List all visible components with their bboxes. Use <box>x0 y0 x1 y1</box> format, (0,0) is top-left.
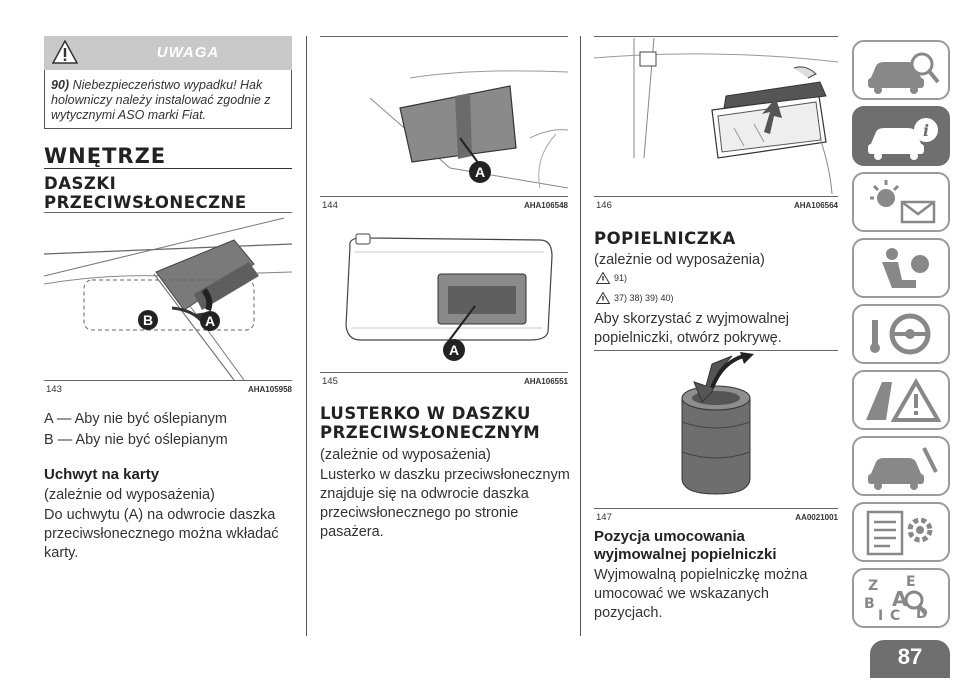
steering-key-icon <box>870 313 931 355</box>
title-rule <box>44 168 292 169</box>
visor-mirror-figure: A <box>345 233 553 361</box>
tab-safety[interactable] <box>852 238 950 298</box>
figure-rule <box>44 380 292 381</box>
note-ref-text: 37) 38) 39) 40) <box>614 293 674 303</box>
warning-text: 90) Niebezpieczeństwo wypadku! Hak holow… <box>51 78 285 123</box>
svg-text:Z: Z <box>868 578 878 594</box>
legend-line-b: B — Aby nie być oślepianym <box>44 432 228 448</box>
rule <box>320 36 568 37</box>
ashtray-position-text: Wyjmowalną popielniczkę można umocować w… <box>594 567 808 621</box>
page-number-text: 87 <box>897 644 923 669</box>
figure-label-a: A <box>475 164 485 180</box>
rule <box>44 212 292 213</box>
tab-maintenance[interactable] <box>852 436 950 496</box>
note-ref-2: 37) 38) 39) 40) <box>596 292 674 304</box>
column-divider <box>306 36 307 636</box>
airbag-seat-icon <box>882 248 929 288</box>
figure-code: AHA105958 <box>247 385 292 394</box>
figure-number: 143 <box>46 384 62 395</box>
figure-code: AHA106548 <box>523 201 568 210</box>
tab-vehicle-info[interactable]: i <box>852 106 950 166</box>
figure-number: 146 <box>596 200 612 211</box>
car-info-icon: i <box>868 118 938 160</box>
figure-label-b: B <box>143 312 153 328</box>
tab-starting-driving[interactable] <box>852 304 950 364</box>
equipment-note: (zależnie od wyposażenia) <box>594 252 765 268</box>
figure-code: AHA106551 <box>523 377 568 386</box>
figure-rule <box>320 372 568 373</box>
warning-header: UWAGA <box>44 36 292 70</box>
car-search-icon <box>868 52 940 94</box>
rule <box>594 350 838 351</box>
ashtray-text: Aby skorzystać z wyjmowalnej popielniczk… <box>594 311 789 346</box>
svg-text:C: C <box>890 608 900 624</box>
warning-title: UWAGA <box>156 44 220 61</box>
figure-code: AA0021001 <box>795 513 838 522</box>
tab-dashboard[interactable] <box>852 40 950 100</box>
svg-text:I: I <box>878 608 883 624</box>
tab-technical-data[interactable] <box>852 502 950 562</box>
figure-label-a: A <box>205 313 215 329</box>
svg-text:E: E <box>906 574 916 590</box>
figure-code: AHA106564 <box>793 201 838 210</box>
warning-box: 90) Niebezpieczeństwo wypadku! Hak holow… <box>44 70 292 129</box>
equipment-note: (zależnie od wyposażenia) <box>44 487 215 503</box>
svg-text:A: A <box>892 587 908 611</box>
warning-lights-icon <box>870 180 936 224</box>
mirror-section-title: LUSTERKO W DASZKU PRZECIWSŁONECZNYM <box>320 404 541 442</box>
figure-rule <box>594 508 838 509</box>
page-number: 87 <box>870 640 950 678</box>
visor-mirror-cover-figure: A <box>369 70 568 189</box>
warning-ref: 90) <box>51 78 70 92</box>
rule <box>594 36 838 37</box>
mirror-text: Lusterko w daszku przeciwsłonecznym znaj… <box>320 467 570 540</box>
section-title: WNĘTRZE <box>44 144 167 168</box>
ashtray-figure <box>681 352 754 495</box>
svg-text:B: B <box>864 596 875 612</box>
figure-number: 144 <box>322 200 338 211</box>
figure-number: 145 <box>322 376 338 387</box>
warning-body: Niebezpieczeństwo wypadku! Hak holownicz… <box>51 78 271 122</box>
note-ref-1: 91) <box>596 272 627 284</box>
ashtray-title: POPIELNICZKA <box>594 229 736 248</box>
tab-emergency[interactable] <box>852 370 950 430</box>
warning-triangle-icon <box>596 272 610 284</box>
column-divider <box>580 36 581 636</box>
ashtray-position-heading: Pozycja umocowania wyjmowalnej popielnic… <box>594 528 777 563</box>
equipment-note: (zależnie od wyposażenia) <box>320 447 491 463</box>
sun-visor-figure: B A <box>44 217 292 380</box>
warning-triangle-icon <box>52 40 78 64</box>
note-ref-text: 91) <box>614 273 628 283</box>
warning-triangle-icon <box>596 292 610 304</box>
figure-label-a: A <box>449 342 459 358</box>
svg-text:D: D <box>916 606 928 622</box>
car-service-icon <box>868 447 938 490</box>
card-holder-heading: Uchwyt na karty <box>44 466 160 483</box>
open-mirror-figure <box>594 38 838 194</box>
figure-number: 147 <box>596 512 612 523</box>
legend-line-a: A — Aby nie być oślepianym <box>44 411 227 427</box>
specs-settings-icon <box>866 510 933 556</box>
svg-text:i: i <box>923 121 929 140</box>
card-holder-text: Do uchwytu (A) na odwrocie daszka przeci… <box>44 507 279 561</box>
tab-warning-lights[interactable] <box>852 172 950 232</box>
figure-rule <box>320 196 568 197</box>
figure-rule <box>594 196 838 197</box>
subsection-title: DASZKI PRZECIWSŁONECZNE <box>44 174 247 212</box>
road-warning-icon <box>866 378 942 422</box>
